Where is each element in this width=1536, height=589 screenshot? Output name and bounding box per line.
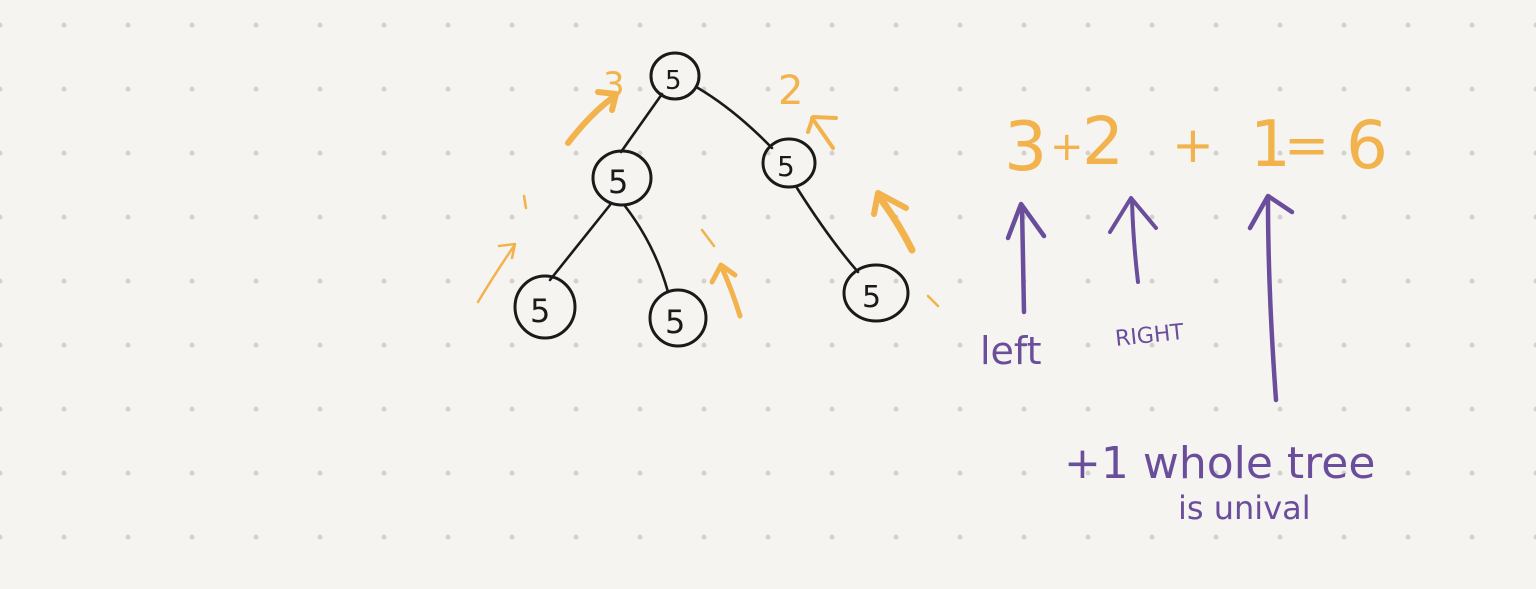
arrowhead-icon (709, 262, 738, 285)
node-leaf-middle: 5 (648, 288, 708, 348)
node-circle (513, 274, 577, 340)
node-leaf-left: 5 (513, 274, 577, 340)
node-right: 5 (761, 137, 817, 189)
label-right: RIGHT (1114, 320, 1186, 352)
edge-left-leftleaf (548, 203, 612, 282)
equation-term-root: 1 (1250, 108, 1291, 182)
edge-right-leaf (795, 186, 860, 274)
node-label: 5 (608, 163, 628, 201)
node-leaf-right: 5 (842, 263, 910, 323)
arrow-whole-up-icon (1265, 197, 1279, 403)
arrowhead-icon (595, 89, 619, 113)
equation-result: 6 (1346, 107, 1388, 184)
equation-plus: + (1172, 116, 1214, 174)
equation-plus: + (1050, 124, 1084, 170)
arrow-right-up-icon (1130, 198, 1140, 284)
tree-nodes: 5 5 5 5 5 5 (513, 51, 910, 348)
node-circle (648, 288, 708, 348)
tick-mark (926, 294, 940, 308)
node-label: 5 (862, 280, 881, 315)
node-label: 5 (530, 292, 550, 330)
arrow-to-root-left-icon (565, 93, 618, 146)
arrow-leafleft-icon (476, 244, 516, 304)
node-circle (761, 137, 817, 189)
count-left-subtree: 3 (603, 65, 625, 105)
arrow-to-root-right-icon (810, 116, 835, 150)
tree-edges (548, 86, 860, 294)
arrow-left-up-icon (1019, 203, 1027, 315)
arrow-leafmid-icon (719, 265, 743, 319)
label-left: left (980, 329, 1042, 373)
node-label: 5 (665, 66, 682, 96)
node-left: 5 (591, 149, 653, 207)
equation-term-right: 2 (1082, 103, 1124, 180)
arrowhead-icon (806, 115, 838, 134)
node-label: 5 (777, 150, 795, 183)
purple-arrows (1005, 193, 1295, 403)
tick-mark (522, 194, 528, 210)
arrow-leafright-icon (876, 194, 916, 254)
edge-root-right (696, 86, 774, 150)
edge-root-left (619, 92, 664, 154)
arrowhead-icon (497, 242, 517, 260)
label-is-unival: is unival (1178, 489, 1311, 527)
arrowhead-icon (1108, 196, 1158, 234)
node-root: 5 (649, 51, 701, 101)
equation-term-left: 3 (1004, 108, 1047, 187)
node-circle (649, 51, 701, 101)
node-label: 5 (665, 303, 685, 341)
arrowhead-icon (871, 190, 909, 217)
arrowhead-icon (1247, 193, 1295, 231)
edge-left-midleaf (623, 204, 670, 294)
node-circle (591, 149, 653, 207)
arrowhead-icon (1005, 201, 1047, 241)
node-circle (842, 263, 910, 323)
count-right-subtree: 2 (778, 68, 803, 114)
tick-mark (700, 228, 716, 248)
orange-arrows (476, 89, 940, 319)
equation-equals: = (1284, 114, 1329, 177)
equation: 3 + 2 + 1 = 6 (1004, 103, 1388, 187)
label-whole-tree: +1 whole tree (1064, 438, 1375, 489)
